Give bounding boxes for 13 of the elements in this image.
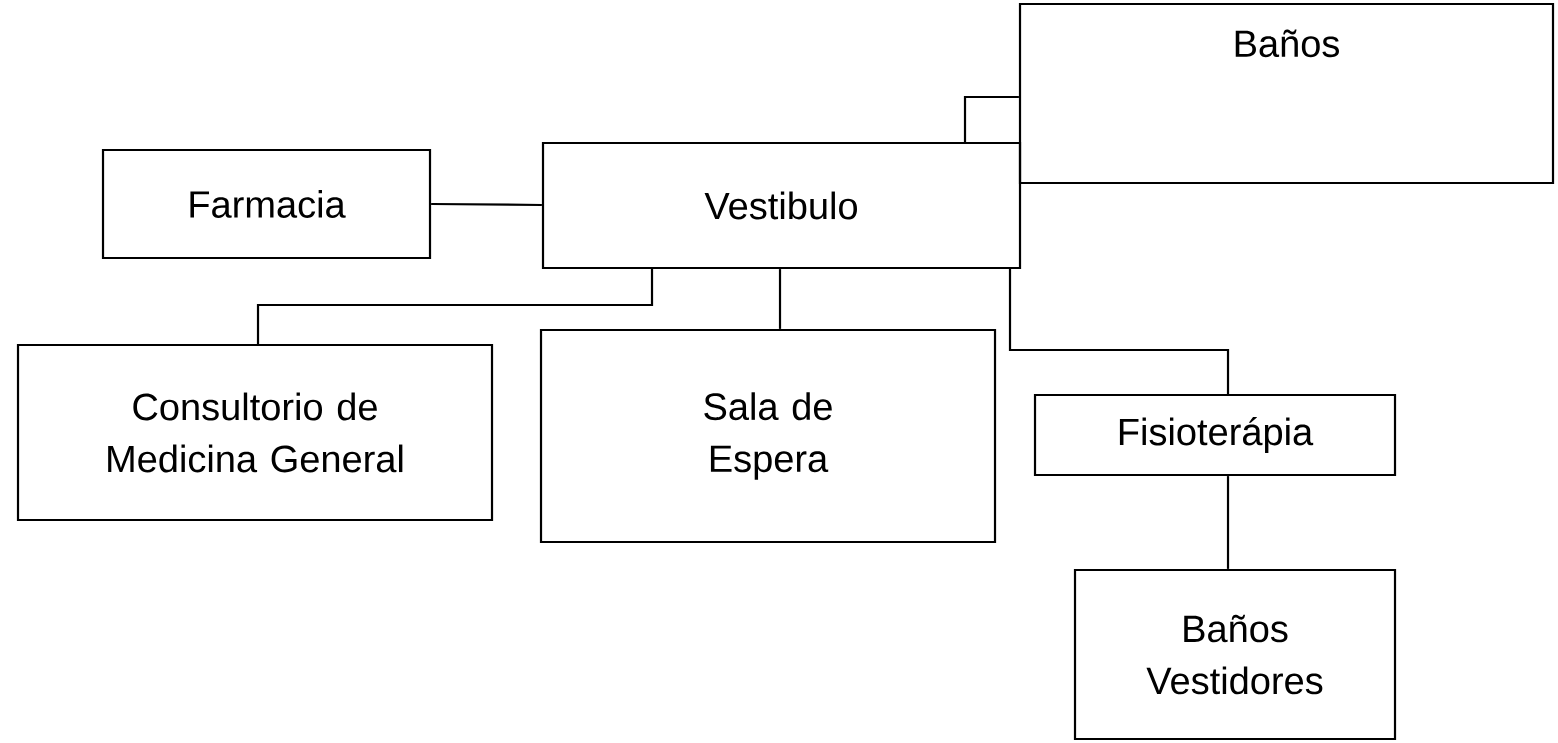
connector-line bbox=[1226, 476, 1230, 569]
connector-line bbox=[778, 269, 782, 329]
connector-line bbox=[256, 269, 654, 344]
connector-line bbox=[963, 95, 1019, 142]
room-box: Baños bbox=[1018, 2, 1555, 185]
connector-line bbox=[431, 202, 542, 207]
room-box: Consultorio de Medicina General bbox=[16, 343, 494, 522]
room-box: Sala de Espera bbox=[539, 328, 997, 544]
room-box: Baños Vestidores bbox=[1073, 568, 1397, 741]
room-box: Fisioterápia bbox=[1033, 393, 1397, 477]
room-box: Farmacia bbox=[101, 148, 432, 260]
connector-line bbox=[1008, 269, 1230, 394]
room-box: Vestibulo bbox=[541, 141, 1022, 270]
